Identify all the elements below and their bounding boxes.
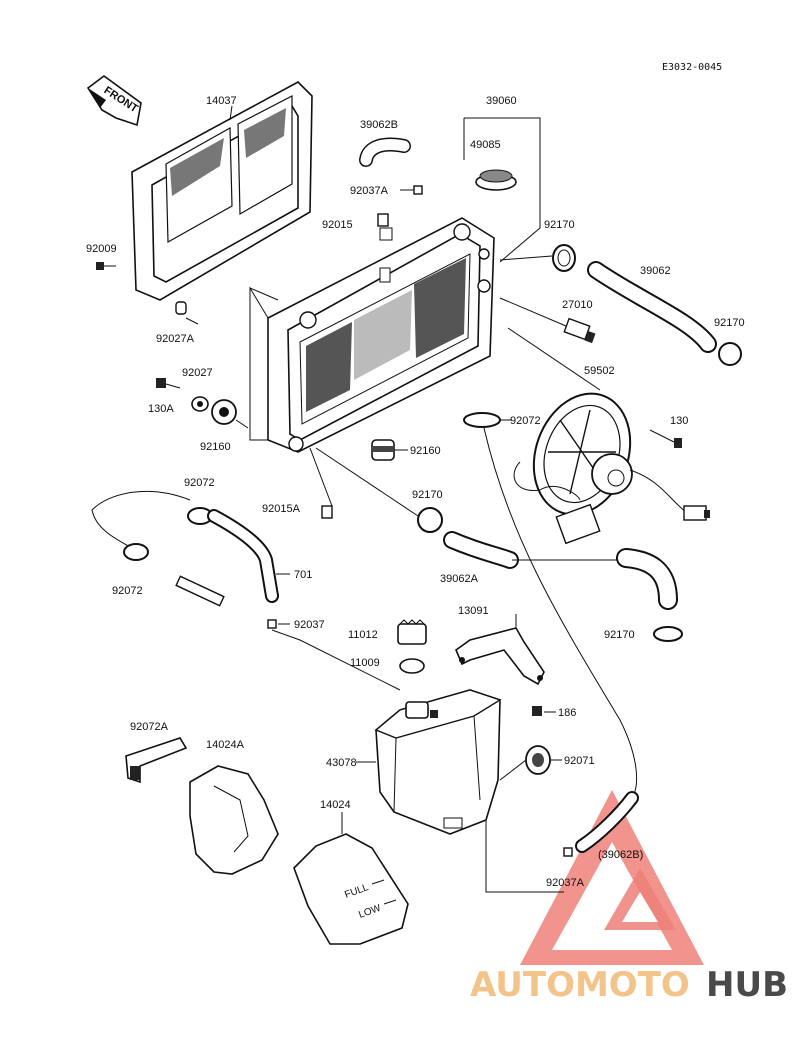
- label-130A: 130A: [148, 403, 174, 415]
- label-92015: 92015: [322, 219, 353, 231]
- label-14024: 14024: [320, 799, 351, 811]
- grommet-92071: [499, 745, 562, 781]
- label-92027: 92027: [182, 367, 213, 379]
- hose-701: [207, 509, 279, 603]
- label-92170-d: 92170: [604, 629, 635, 641]
- reservoir-tank-43078: [374, 689, 502, 835]
- fan-assembly-59502: [507, 327, 710, 545]
- label-92009: 92009: [86, 243, 117, 255]
- collar-92027: [191, 396, 209, 412]
- reservoir-cap-11012: [397, 619, 427, 645]
- clamp-92072-a: [463, 412, 512, 428]
- bolt-130: [649, 429, 682, 448]
- diagram-code: E3032-0045: [662, 62, 722, 73]
- label-39062B: 39062B: [360, 119, 398, 131]
- label-92170-c: 92170: [412, 489, 443, 501]
- clamp-92170-c: [315, 447, 443, 533]
- clip-92037A-top: [413, 185, 423, 195]
- watermark-wordmark: AUTOMOTO HUB: [470, 965, 788, 1005]
- bolt-130A: [156, 378, 181, 389]
- radiator-screen: [131, 81, 313, 301]
- label-14037: 14037: [206, 95, 237, 107]
- clamp-92170-d: [653, 626, 683, 642]
- clamp-plate-92072A: [125, 737, 188, 784]
- label-92015A: 92015A: [262, 503, 301, 515]
- label-92170-b: 92170: [714, 317, 745, 329]
- label-130: 130: [670, 415, 688, 427]
- label-27010: 27010: [562, 299, 593, 311]
- sensor-27010: [499, 297, 596, 344]
- front-arrow-icon: FRONT: [86, 75, 142, 127]
- breather-hose-line: [91, 490, 191, 549]
- label-92160-a: 92160: [200, 441, 231, 453]
- watermark-logo: [520, 790, 704, 965]
- label-92037: 92037: [294, 619, 325, 631]
- label-39062A: 39062A: [440, 573, 479, 585]
- label-39060: 39060: [486, 95, 517, 107]
- label-11009: 11009: [350, 657, 380, 669]
- svg-text:AUTOMOTO: AUTOMOTO: [470, 965, 690, 1005]
- label-43078: 43078: [326, 757, 357, 769]
- radiator-core: [249, 117, 541, 453]
- gasket-11009: [399, 658, 425, 674]
- overflow-hose-line: [483, 427, 638, 801]
- cover-14024: FULL LOW: [293, 812, 409, 945]
- hose-39062B: [359, 137, 411, 167]
- label-92170-a: 92170: [544, 219, 575, 231]
- radiator-cap-49085: [475, 169, 517, 191]
- bolt-92009: [96, 262, 116, 270]
- label-14024A: 14024A: [206, 739, 245, 751]
- hose-39062: [587, 261, 717, 353]
- collar-92027A: [175, 301, 199, 325]
- label-59502: 59502: [584, 365, 615, 377]
- bracket-13091: [455, 614, 545, 686]
- bracket-92015A: [309, 447, 333, 519]
- label-186: 186: [558, 707, 576, 719]
- grommet-92160-b: [371, 439, 408, 461]
- label-92072-a: 92072: [510, 415, 541, 427]
- grommet-92160-a: [211, 399, 249, 429]
- hose-39062A: [443, 531, 678, 610]
- bracket-92015: [377, 213, 389, 227]
- label-92037A-bottom: 92037A: [546, 877, 585, 889]
- clamp-92170-b: [718, 342, 742, 366]
- label-92072A: 92072A: [130, 721, 169, 733]
- label-92072-b: 92072: [184, 477, 215, 489]
- label-92072-c: 92072: [112, 585, 143, 597]
- label-92037A-top: 92037A: [350, 185, 389, 197]
- hose-39062B-ref: [575, 791, 639, 853]
- clip-92037A-bottom: [563, 847, 573, 857]
- label-39062B-ref: (39062B): [598, 849, 643, 861]
- label-13091: 13091: [458, 605, 489, 617]
- label-92071: 92071: [564, 755, 595, 767]
- svg-text:HUB: HUB: [706, 965, 788, 1005]
- bolt-186: [532, 706, 556, 716]
- label-92027A: 92027A: [156, 333, 195, 345]
- clamp-92072-c: [123, 543, 149, 561]
- clip-92037: [267, 619, 277, 629]
- label-701: 701: [294, 569, 312, 581]
- clamp-92170-a: [552, 244, 576, 272]
- label-39062: 39062: [640, 265, 671, 277]
- cover-14024A: [189, 765, 279, 875]
- label-92160-b: 92160: [410, 445, 441, 457]
- pipe-segment: [175, 575, 225, 607]
- label-49085: 49085: [470, 139, 501, 151]
- label-11012: 11012: [348, 629, 378, 641]
